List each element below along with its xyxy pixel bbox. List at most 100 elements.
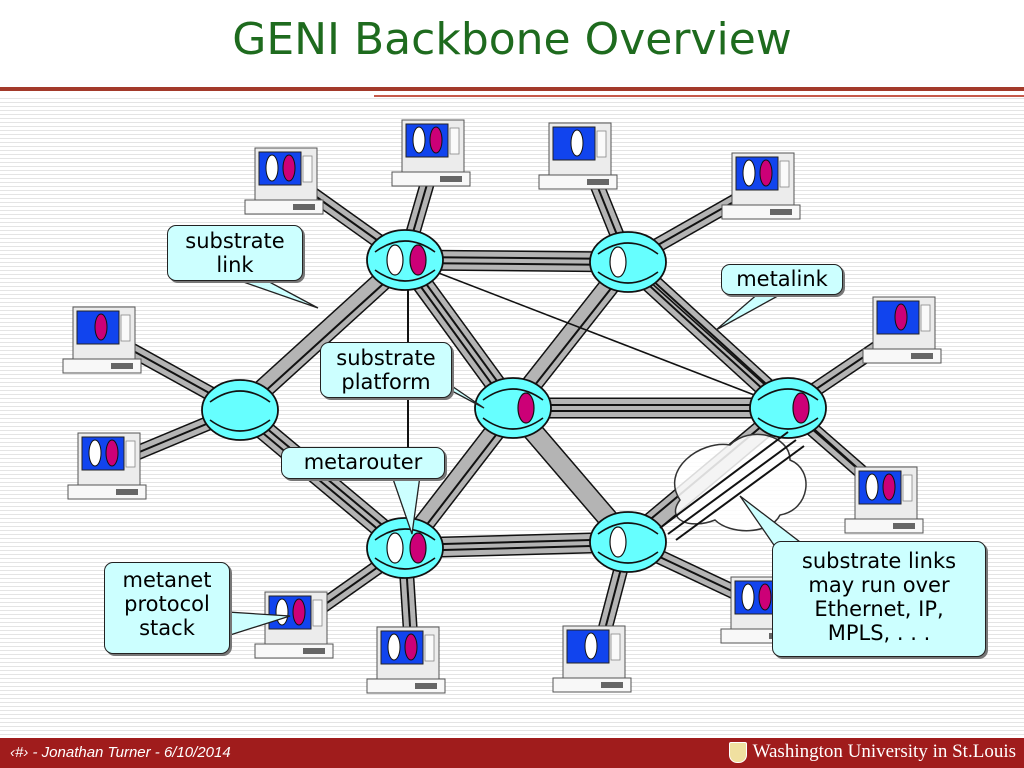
keyboard-base (552, 677, 632, 693)
computer-icon (366, 626, 446, 694)
computer-icon (62, 306, 142, 374)
hosts (62, 119, 942, 694)
metanet-layer-white (387, 633, 401, 661)
title-divider (0, 87, 1024, 91)
metalink-long-1 (404, 259, 789, 409)
monitor-bezel (449, 127, 460, 155)
callout-substrate-platform-text: substrate platform (336, 346, 436, 394)
disk-slot (293, 204, 315, 210)
platform-internal-link (482, 388, 544, 401)
metanet-layer-magenta (404, 633, 418, 661)
keyboard-base (538, 174, 618, 190)
disk-slot (116, 489, 138, 495)
substrate-platforms (201, 229, 827, 579)
metarouter-white (609, 246, 627, 278)
keyboard-base (862, 348, 942, 364)
substrate-link-L-P-fill (231, 401, 414, 557)
monitor-bezel (902, 474, 913, 502)
cloud-metalink (667, 439, 797, 535)
computer-icon (721, 152, 801, 220)
monitor-bezel (312, 599, 323, 627)
disk-slot (440, 176, 462, 182)
callout-metarouter: metarouter (281, 447, 445, 479)
disk-slot (111, 363, 133, 369)
metalink-long-2 (627, 261, 891, 498)
metanet-layer-magenta (105, 439, 119, 467)
substrate-platform-node (474, 377, 552, 439)
keyboard-base (254, 643, 334, 659)
monitor-bezel (302, 155, 313, 183)
metarouter-magenta (409, 244, 427, 276)
substrate-platform-node (366, 517, 444, 579)
footer-bar: ‹#› - Jonathan Turner - 6/10/2014 Washin… (0, 738, 1024, 768)
platform-internal-link (597, 551, 659, 564)
callout-metarouter-text: metarouter (303, 450, 423, 474)
pointer-metalink (715, 291, 786, 331)
metanet-layer-magenta (429, 126, 443, 154)
keyboard-base (244, 199, 324, 215)
metanet-layer-white (265, 154, 279, 182)
metarouter-white (609, 526, 627, 558)
metanet-layer-magenta (94, 313, 108, 341)
monitor-bezel (596, 130, 607, 158)
metalink-L-P-b (237, 411, 404, 552)
computer-icon (254, 591, 334, 659)
monitor-bezel (125, 440, 136, 468)
computer-icon (244, 147, 324, 215)
computer-icon (552, 625, 632, 693)
substrate-platform-node (749, 377, 827, 439)
callout-substrate-platform: substrate platform (320, 342, 452, 398)
metanet-layer-white (741, 583, 755, 611)
metanet-layer-white (584, 632, 598, 660)
disk-slot (415, 683, 437, 689)
disk-slot (911, 353, 933, 359)
metarouter-white (386, 532, 404, 564)
substrate-link-L-P (229, 399, 416, 559)
university-shield-icon (728, 741, 747, 763)
callout-metalink: metalink (721, 264, 843, 295)
platform-internal-link (374, 557, 436, 570)
keyboard-base (721, 204, 801, 220)
disk-slot (303, 648, 325, 654)
network-cloud (659, 431, 807, 541)
metalink-B-R-a (629, 259, 791, 407)
callout-substrate-link: substrate link (167, 225, 303, 281)
monitor-bezel (779, 160, 790, 188)
metalink-B-R-b (625, 263, 787, 411)
substrate-link-A-L (229, 249, 416, 421)
university-logo: Washington University in St.Louis (728, 741, 1016, 763)
platform-internal-link (757, 417, 819, 430)
substrate-platform-node (589, 511, 667, 573)
metalink-A-L-a (241, 261, 408, 413)
title-subdivider (374, 95, 1024, 97)
metanet-layer-white (865, 473, 879, 501)
computer-icon (391, 119, 471, 187)
keyboard-base (391, 171, 471, 187)
monitor-bezel (424, 634, 435, 662)
platform-internal-link (482, 417, 544, 430)
platform-internal-link (597, 271, 659, 284)
metanet-layer-white (88, 439, 102, 467)
metanet-layer-magenta (882, 473, 896, 501)
platform-internal-link (374, 269, 436, 282)
cloud-metalink (659, 431, 789, 529)
platform-internal-link (209, 419, 271, 432)
substrate-platform-node (589, 231, 667, 293)
substrate-platform-node (366, 229, 444, 291)
cloud-icon (659, 431, 807, 541)
metanet-layer-white (412, 126, 426, 154)
platform-internal-link (209, 390, 271, 403)
callout-substrate-link-text: substrate link (185, 229, 285, 277)
metanet-layer-white (742, 159, 756, 187)
monitor-bezel (610, 633, 621, 661)
disk-slot (601, 682, 623, 688)
substrate-link-A-L-fill (231, 251, 414, 419)
disk-slot (587, 179, 609, 185)
computer-icon (538, 122, 618, 190)
metarouter-white (386, 244, 404, 276)
platform-internal-link (597, 522, 659, 535)
platform-internal-link (374, 528, 436, 541)
callout-substrate-links-run-over: substrate links may run over Ethernet, I… (772, 541, 986, 657)
metanet-layer-magenta (759, 159, 773, 187)
